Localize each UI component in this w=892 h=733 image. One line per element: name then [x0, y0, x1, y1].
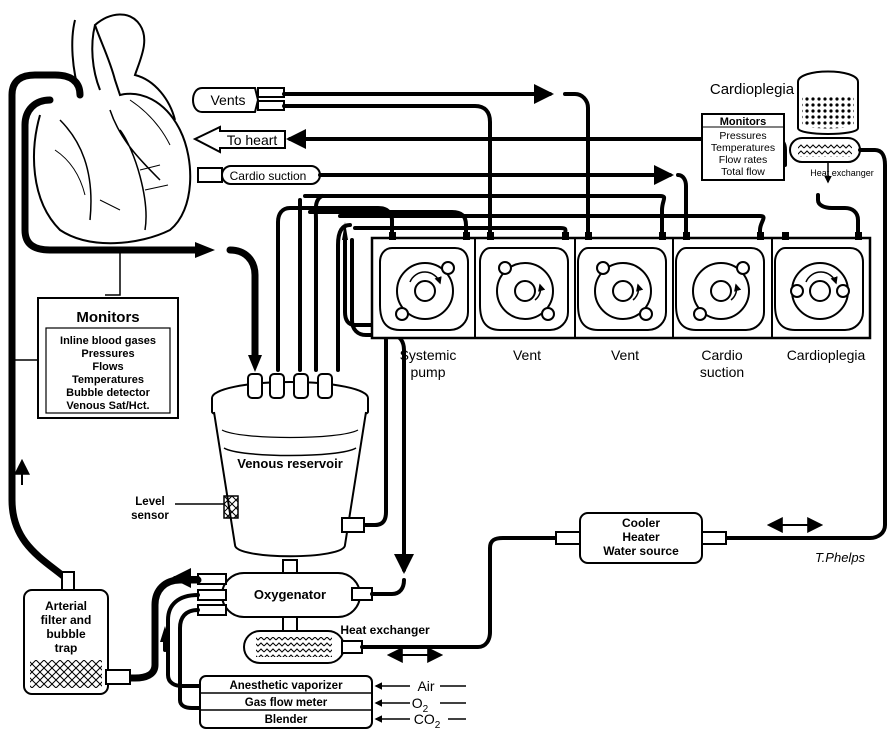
- arterial-filter-label-1: Arterial: [45, 599, 87, 613]
- pump-label-vent-1: Vent: [513, 347, 541, 363]
- monitors-main-line: Venous Sat/Hct.: [66, 400, 149, 412]
- cooler-heater-box: Cooler Heater Water source: [555, 512, 727, 564]
- monitors-small-line: Total flow: [721, 166, 765, 178]
- monitors-main-title: Monitors: [76, 309, 139, 326]
- monitors-main-box: Monitors Inline blood gases Pressures Fl…: [37, 297, 179, 419]
- cooler-label-1: Cooler: [622, 516, 660, 530]
- monitors-small-box: Monitors Pressures Temperatures Flow rat…: [701, 113, 785, 181]
- cardioplegia-heat-exchanger: Heat exchanger: [789, 137, 874, 178]
- pump-label-suction: suction: [700, 364, 744, 380]
- monitors-small-title: Monitors: [720, 116, 766, 128]
- cardioplegia-bag: [797, 70, 859, 135]
- arterial-filter-label-4: trap: [55, 641, 78, 655]
- vents-cannula: Vents: [192, 87, 285, 113]
- roller-pump-vent-1: [479, 247, 569, 331]
- gas-row-vaporizer: Anesthetic vaporizer: [229, 680, 343, 692]
- arterial-filter-label-3: bubble: [46, 627, 86, 641]
- heart-illustration: [33, 13, 192, 245]
- monitors-small-line: Temperatures: [711, 142, 775, 154]
- gas-stack: Anesthetic vaporizer Gas flow meter Blen…: [199, 675, 373, 729]
- heat-exchanger-main: Heat exchanger: [243, 616, 430, 664]
- cardio-suction-cannula: Cardio suction: [197, 165, 321, 185]
- to-heart-arrow: To heart: [192, 125, 286, 154]
- gas-co2-label: CO2: [414, 711, 441, 731]
- monitors-main-line: Flows: [92, 361, 123, 373]
- venous-reservoir-label: Venous reservoir: [237, 456, 343, 471]
- venous-reservoir: Venous reservoir: [211, 373, 369, 575]
- monitors-main-line: Bubble detector: [66, 387, 150, 399]
- oxygenator: Oxygenator: [197, 572, 373, 618]
- level-sensor-label-2: sensor: [131, 510, 169, 522]
- monitors-small-line: Flow rates: [719, 154, 767, 166]
- pump-label-vent-2: Vent: [611, 347, 639, 363]
- small-heat-exchanger-label: Heat exchanger: [810, 168, 874, 178]
- arterial-line: [8, 71, 84, 594]
- gas-o2-label: O2: [412, 695, 429, 715]
- monitors-small-line: Pressures: [719, 130, 766, 142]
- pump-label-systemic-2: pump: [410, 364, 445, 380]
- oxygenator-label: Oxygenator: [254, 587, 326, 602]
- monitors-main-line: Temperatures: [72, 374, 144, 386]
- to-heart-label: To heart: [227, 132, 278, 148]
- pump-label-cardioplegia: Cardioplegia: [787, 347, 866, 363]
- pump-label-systemic: Systemic: [400, 347, 457, 363]
- gas-row-flow-meter: Gas flow meter: [245, 697, 328, 709]
- heat-exchanger-label: Heat exchanger: [340, 623, 430, 637]
- roller-pump-cardioplegia: [774, 247, 864, 331]
- cardio-suction-label: Cardio suction: [230, 169, 307, 183]
- roller-pump-cardio-suction: [675, 247, 765, 331]
- venous-line-to-reservoir: [226, 246, 259, 364]
- vents-label: Vents: [210, 92, 245, 108]
- cooler-label-3: Water source: [603, 544, 679, 558]
- cardioplegia-top-label: Cardioplegia: [710, 81, 795, 98]
- roller-pump-systemic: [379, 247, 469, 331]
- arterial-filter-label-2: filter and: [41, 613, 92, 627]
- venous-line-from-heart: [21, 96, 204, 254]
- arterial-filter: Arterial filter and bubble trap: [23, 571, 131, 695]
- gas-row-blender: Blender: [265, 714, 308, 726]
- cooler-label-2: Heater: [622, 530, 660, 544]
- gas-air-label: Air: [417, 678, 434, 694]
- level-sensor-label-1: Level: [135, 496, 164, 508]
- roller-pump-vent-2: [577, 247, 667, 331]
- pump-label-cardio: Cardio: [701, 347, 742, 363]
- signature: T.Phelps: [815, 550, 866, 565]
- monitors-main-line: Inline blood gases: [60, 335, 156, 347]
- monitors-main-line: Pressures: [81, 348, 134, 360]
